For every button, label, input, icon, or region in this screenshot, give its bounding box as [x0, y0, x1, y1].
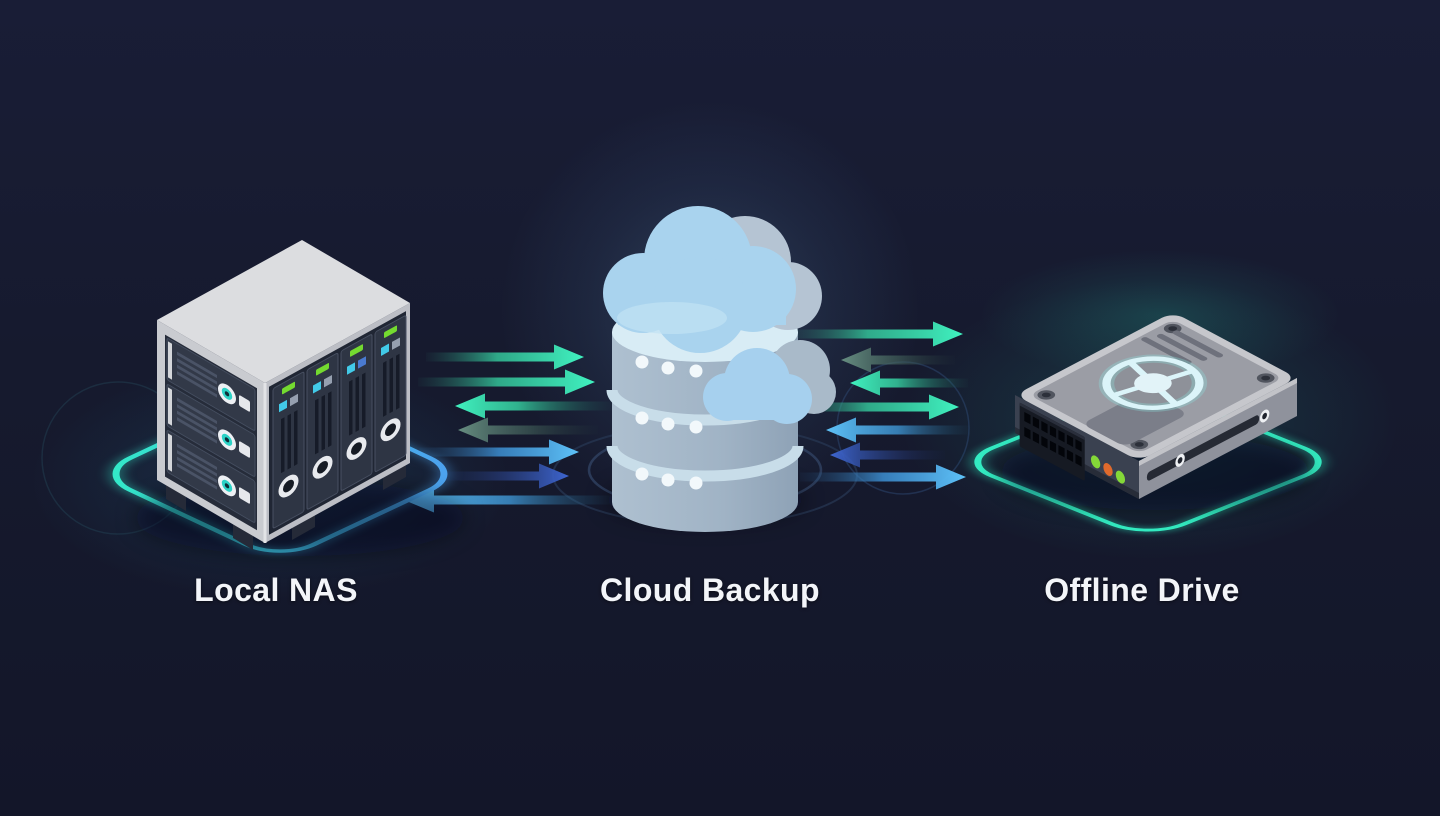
drive-vent-slots	[1141, 330, 1224, 365]
drive-led-orange	[1103, 463, 1113, 476]
sync-arrow-right	[419, 439, 579, 465]
drive-spindle	[1098, 354, 1208, 412]
cloud-database-icon	[603, 206, 836, 532]
cloud-shape-right	[703, 348, 812, 424]
sync-arrow-right	[793, 394, 959, 420]
nas-drive-trays	[165, 334, 257, 531]
drive-screws	[1037, 323, 1275, 450]
drive-led-green	[1090, 455, 1101, 469]
nas-server-icon	[157, 240, 410, 550]
sync-arrow-left	[455, 393, 612, 419]
node-label-cloud-backup: Cloud Backup	[600, 572, 820, 608]
hard-drive-icon	[1015, 315, 1297, 499]
sync-arrow-left	[458, 417, 598, 443]
drive-top-face	[1021, 315, 1291, 458]
sync-arrow-right	[790, 321, 963, 347]
drive-top-glow	[980, 250, 1340, 380]
sync-arrow-left	[841, 347, 955, 373]
sync-arrow-right	[418, 369, 595, 395]
cloud-highlight	[617, 302, 727, 334]
sync-arrow-left	[826, 417, 970, 443]
nas-drive-bays	[269, 311, 407, 535]
db-tier-band	[606, 445, 804, 482]
sync-arrows-nas-cloud	[404, 344, 616, 513]
sync-arrow-left	[404, 487, 616, 513]
node-label-offline-drive: Offline Drive	[1044, 572, 1240, 608]
nas-feet	[166, 462, 406, 550]
sync-arrow-right	[437, 463, 569, 489]
drive-side-face	[1139, 378, 1297, 499]
nas-front-edge-highlight	[263, 383, 267, 543]
db-indicator-dots	[635, 355, 703, 490]
sync-arrow-left	[850, 370, 968, 396]
drive-connector-pins	[1019, 402, 1085, 481]
sync-arrow-left	[830, 442, 945, 468]
sync-arrows-cloud-drive	[790, 321, 970, 490]
node-label-local-nas: Local NAS	[194, 572, 358, 608]
drive-led-green	[1115, 470, 1126, 484]
drive-connector-face	[1015, 395, 1139, 499]
nas-top-face	[157, 240, 410, 383]
sync-arrow-right	[426, 344, 584, 370]
sync-arrow-right	[800, 464, 966, 490]
